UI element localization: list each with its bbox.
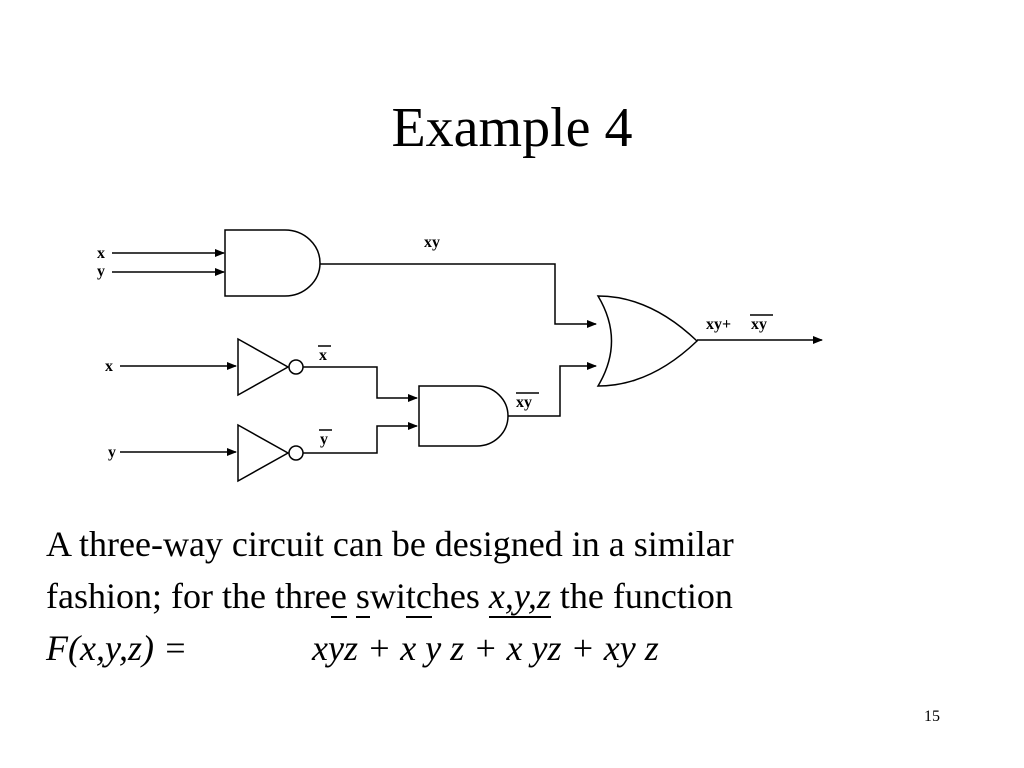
wire-xbar-to-and2 [303, 366, 418, 402]
text-line-1: A three-way circuit can be designed in a… [46, 524, 734, 564]
not-gate-y [237, 423, 290, 483]
input-label-y-top: y [97, 263, 105, 280]
function-line: F(x,y,z) = xyz + x y z + x yz + xy z [46, 622, 976, 674]
text-segment: fashion; for the thre [46, 576, 331, 616]
and-gate-xbar-ybar [418, 385, 509, 447]
input-label-x-top: x [97, 245, 105, 262]
wire-xbar-ybar-to-or [508, 362, 597, 417]
label-y-bar: y [320, 431, 328, 448]
text-segment: the function [550, 576, 733, 616]
and-gate-xy [224, 229, 321, 297]
or-gate [596, 295, 699, 387]
function-lhs: F(x,y,z) = [46, 628, 188, 668]
wire-ybar-to-and2 [303, 422, 418, 454]
page-number: 15 [924, 708, 940, 725]
not-bubble-x [288, 359, 304, 375]
input-label-x-inverter: x [105, 358, 113, 375]
label-output-xy: xy+ [706, 316, 731, 333]
text-line-2: fashion; for the three switches x,y,z th… [46, 570, 976, 622]
logic-circuit-diagram: x y x y xy x y xy xy+ xy [97, 229, 823, 483]
function-rhs: xyz + x y z + x yz + xy z [312, 628, 659, 668]
label-xy: xy [424, 234, 440, 251]
not-gate-x [237, 337, 290, 397]
label-x-bar: x [319, 347, 327, 364]
wire-xy-to-or [320, 263, 597, 328]
description-text: A three-way circuit can be designed in a… [46, 518, 976, 674]
underlined-segment: s [355, 576, 370, 618]
text-segment [347, 576, 356, 616]
not-bubble-y [288, 445, 304, 461]
underlined-segment: e [330, 576, 347, 618]
label-output-xbar-ybar: xy [751, 316, 767, 333]
label-xbar-ybar: xy [516, 394, 532, 411]
variables-xyz: x,y,z [488, 576, 551, 618]
text-segment: hes [431, 576, 489, 616]
text-segment: wi [369, 576, 406, 616]
input-label-y-inverter: y [108, 444, 116, 461]
slide-title: Example 4 [391, 97, 633, 159]
underlined-segment: tc [405, 576, 432, 618]
